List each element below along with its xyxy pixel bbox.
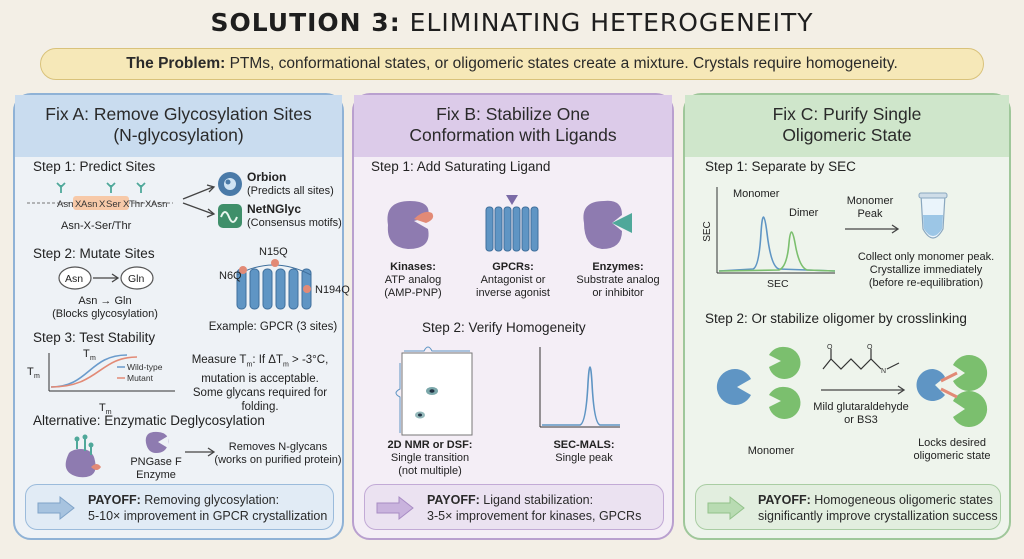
seq-residue: Thr (129, 199, 143, 210)
orbion-icon (218, 172, 242, 196)
asn-label: Asn (65, 273, 83, 285)
monomer-bottom-label: Monomer (747, 445, 795, 457)
seq-residue: X (145, 199, 152, 210)
payoff-arrow-icon (37, 495, 75, 521)
nmr-text: 2D NMR or DSF: Single transition (not mu… (387, 439, 473, 477)
glycoprotein-icon (65, 434, 101, 478)
fix-a-payoff: PAYOFF: Removing glycosylation: 5-10× im… (25, 484, 334, 530)
deglyco-result: Removes N-glycans (works on purified pro… (214, 441, 342, 466)
prediction-arrows (182, 184, 216, 218)
seq-residue: X (75, 199, 82, 210)
netnglyc-desc: (Consensus motifs) (247, 217, 342, 229)
fix-c-step1: Step 1: Separate by SEC (705, 159, 856, 174)
locks-text: Locks desired oligomeric state (913, 437, 991, 462)
seq-residue: X (123, 199, 130, 210)
n194q-label: N194Q (315, 284, 350, 296)
fix-a-step2: Step 2: Mutate Sites (33, 246, 155, 261)
fix-a-step1: Step 1: Predict Sites (33, 159, 156, 174)
stability-measure-text: Measure Tm: If ΔTm > -3°C, mutation is a… (191, 354, 329, 414)
enzyme-text: Enzymes: Substrate analog or inhibitor (576, 261, 660, 299)
monomer-label: Monomer (733, 188, 780, 200)
pngase-arrow (185, 447, 216, 457)
pngase-icon (145, 431, 169, 453)
peak-arrow (845, 224, 900, 234)
fix-c-header: Fix C: Purify Single Oligomeric State (685, 95, 1009, 157)
gpcr-ligand-icon (485, 195, 539, 252)
svg-text:O: O (867, 344, 873, 351)
crosslink-arrow (821, 385, 906, 395)
seq-residue: Ser (106, 199, 121, 210)
pngase-label: PNGase F Enzyme (130, 456, 182, 481)
fix-b-panel: Fix B: Stabilize One Conformation with L… (352, 93, 674, 540)
kinase-text: Kinases: ATP analog (AMP-PNP) (384, 261, 442, 299)
collect-text: Collect only monomer peak. Crystallize i… (857, 251, 995, 289)
netnglyc-icon (218, 204, 242, 228)
kinase-icon (387, 201, 434, 249)
fix-b-header: Fix B: Stabilize One Conformation with L… (354, 95, 672, 157)
fix-a-header: Fix A: Remove Glycosylation Sites (N-gly… (15, 95, 342, 157)
sec-chromatogram (716, 187, 836, 274)
sec-x-axis: SEC (767, 278, 789, 290)
wild-type-legend: Wild-type (127, 362, 163, 372)
monomer-pair-icon (769, 346, 801, 419)
mutation-diagram: Asn Gln (58, 266, 154, 290)
gpcr-example: Example: GPCR (3 sites) (208, 321, 338, 333)
sec-mals-text: SEC-MALS: Single peak (553, 439, 615, 464)
seq-residue: Asn (57, 199, 73, 210)
tm-axis-y: T (27, 366, 34, 378)
fix-b-step1: Step 1: Add Saturating Ligand (371, 159, 551, 174)
seq-residue: Asn (81, 199, 97, 210)
page-title: SOLUTION 3: ELIMINATING HETEROGENEITY (210, 8, 814, 37)
n6q-label: N6Q (219, 270, 242, 282)
gpcr-text: GPCRs: Antagonist or inverse agonist (476, 261, 550, 299)
glyco-sequence-diagram: Asn X Asn X Ser X Thr X Asn Asn-X-Ser/Th… (27, 182, 173, 232)
sec-mals-plot (539, 347, 620, 428)
fix-c-payoff: PAYOFF: Homogeneous oligomeric states si… (695, 484, 1001, 530)
orbion-name: Orbion (247, 170, 287, 184)
monomer-icon (716, 368, 751, 405)
payoff-arrow-icon (707, 495, 745, 521)
tm-axis-x: Tm (99, 402, 112, 417)
svg-text:O: O (827, 344, 833, 351)
dimer-label: Dimer (789, 207, 819, 219)
gln-label: Gln (128, 273, 145, 285)
orbion-desc: (Predicts all sites) (247, 185, 334, 197)
crosslinker-structure: O O N (822, 344, 900, 375)
payoff-arrow-icon (376, 495, 414, 521)
fix-a-panel: Fix A: Remove Glycosylation Sites (N-gly… (13, 93, 350, 540)
mutation-text: Asn → Gln (Blocks glycosylation) (52, 295, 158, 320)
tube-icon (918, 192, 948, 239)
tm-axis-y-sub: m (34, 373, 40, 380)
melting-curve-chart: T m T m Wild-type Mutant (27, 348, 175, 392)
netnglyc-name: NetNGlyc (247, 202, 302, 216)
fix-c-panel: Fix C: Purify Single Oligomeric State St… (683, 93, 1011, 540)
fix-a-alternative: Alternative: Enzymatic Deglycosylation (33, 413, 265, 428)
problem-banner: The Problem: PTMs, conformational states… (40, 48, 984, 80)
problem-text: PTMs, conformational states, or oligomer… (229, 55, 898, 72)
nmr-plot (395, 346, 473, 436)
tm-curve-label-sub: m (90, 355, 96, 362)
mutant-legend: Mutant (127, 373, 154, 383)
n15q-label: N15Q (259, 246, 288, 258)
fix-c-step2: Step 2: Or stabilize oligomer by crossli… (705, 311, 967, 326)
enzyme-icon (583, 200, 632, 249)
fix-a-step3: Step 3: Test Stability (33, 330, 156, 345)
monomer-peak-label: Monomer Peak (846, 195, 894, 220)
crosslinked-dimer-icon (916, 354, 988, 427)
gpcr-glyco-diagram: N15Q N6Q N194Q (219, 246, 350, 310)
crosslink-reagent: Mild glutaraldehyde or BS3 (813, 401, 909, 426)
sec-y-axis: SEC (701, 221, 713, 242)
seq-residue: X (99, 199, 106, 210)
svg-text:N: N (881, 368, 886, 375)
seq-residue: Asn (151, 199, 167, 210)
fix-b-step2: Step 2: Verify Homogeneity (422, 320, 586, 335)
problem-label: The Problem: (126, 55, 226, 72)
motif-label: Asn-X-Ser/Thr (61, 220, 132, 232)
fix-b-payoff: PAYOFF: Ligand stabilization: 3-5× impro… (364, 484, 664, 530)
tm-curve-label: T (83, 348, 90, 360)
